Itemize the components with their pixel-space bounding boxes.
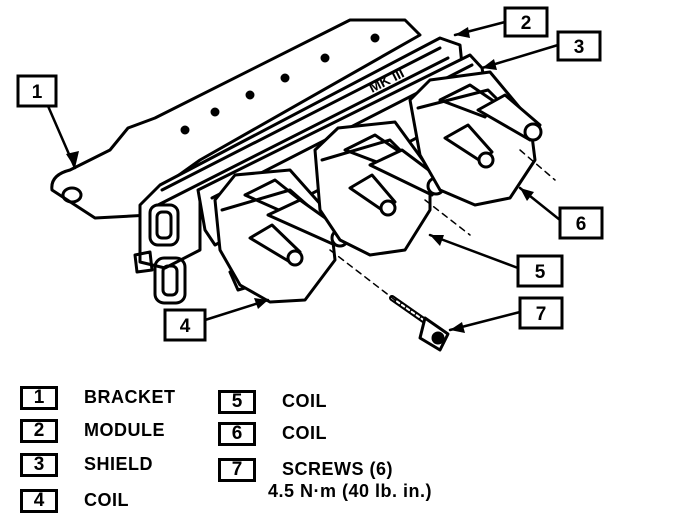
coil-6 xyxy=(408,70,543,207)
callout-7: 7 xyxy=(518,296,564,330)
ignition-coil-assembly-diagram: MK III 1 2 3 4 5 6 7 xyxy=(16,6,604,352)
legend-label: MODULE xyxy=(84,420,165,440)
parts-legend: 1 BRACKET 2 MODULE 3 SHIELD 4 COIL 5 COI… xyxy=(0,372,688,524)
legend-label: BRACKET xyxy=(84,387,176,407)
callout-5-label: 5 xyxy=(535,262,546,283)
legend-label: COIL xyxy=(282,391,327,411)
legend-label-group: SCREWS (6) 4.5 N·m (40 lb. in.) xyxy=(268,458,432,502)
legend-number: 3 xyxy=(20,453,58,477)
callout-3-label: 3 xyxy=(574,37,585,58)
legend-label: SCREWS (6) xyxy=(282,459,394,479)
callout-2: 2 xyxy=(503,6,549,38)
legend-number: 5 xyxy=(218,390,256,414)
legend-item-coil-4: 4 COIL xyxy=(20,489,129,513)
callout-2-label: 2 xyxy=(521,13,532,34)
module xyxy=(133,36,464,305)
legend-label: COIL xyxy=(282,423,327,443)
legend-item-screws: 7 SCREWS (6) 4.5 N·m (40 lb. in.) xyxy=(218,458,432,502)
callout-3: 3 xyxy=(556,30,602,62)
legend-label: COIL xyxy=(84,490,129,510)
legend-number: 7 xyxy=(218,458,256,482)
legend-number: 6 xyxy=(218,422,256,446)
callout-6-label: 6 xyxy=(576,214,587,235)
callout-5: 5 xyxy=(516,254,564,288)
torque-spec: 4.5 N·m (40 lb. in.) xyxy=(268,481,433,501)
coil-4 xyxy=(213,168,350,304)
legend-item-bracket: 1 BRACKET xyxy=(20,386,176,410)
screw xyxy=(389,295,450,352)
alignment-lines xyxy=(329,149,556,301)
callout-7-label: 7 xyxy=(536,304,547,325)
callout-4: 4 xyxy=(163,308,207,342)
legend-item-coil-5: 5 COIL xyxy=(218,390,327,414)
legend-number: 2 xyxy=(20,419,58,443)
callout-6: 6 xyxy=(558,206,604,240)
legend-number: 4 xyxy=(20,489,58,513)
leader-arrowheads xyxy=(66,27,534,333)
callout-1: 1 xyxy=(16,74,58,108)
legend-number: 1 xyxy=(20,386,58,410)
legend-item-module: 2 MODULE xyxy=(20,419,165,443)
coil-5 xyxy=(313,120,446,257)
callout-1-label: 1 xyxy=(32,82,43,103)
legend-item-coil-6: 6 COIL xyxy=(218,422,327,446)
callout-4-label: 4 xyxy=(180,316,191,337)
legend-item-shield: 3 SHIELD xyxy=(20,453,153,477)
legend-label: SHIELD xyxy=(84,454,154,474)
